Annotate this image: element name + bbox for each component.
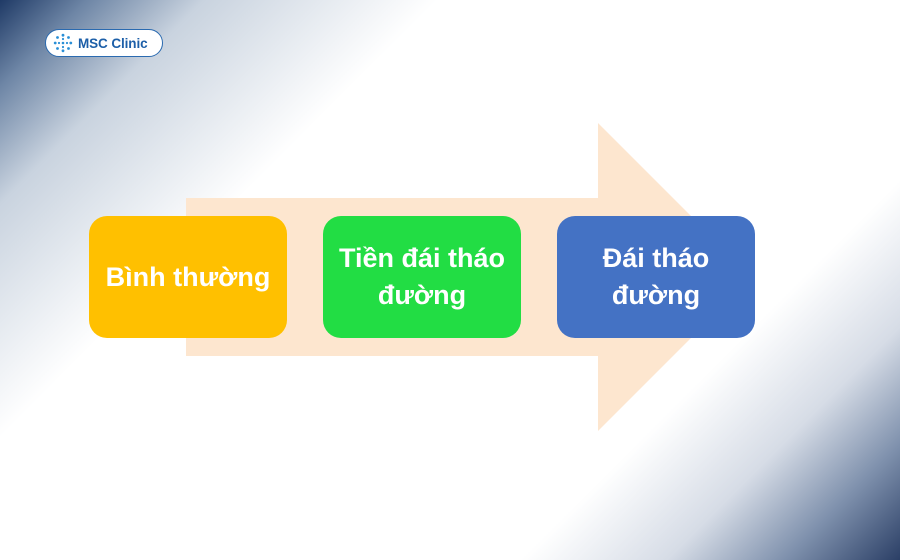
stage-diabetes-label: Đái tháo đường bbox=[602, 243, 710, 310]
clinic-logo-icon bbox=[53, 33, 73, 53]
stage-normal-box: Bình thường bbox=[89, 216, 287, 338]
stage-normal-label: Bình thường bbox=[105, 261, 271, 292]
msc-clinic-logo: MSC Clinic bbox=[45, 29, 163, 57]
logo-text: MSC Clinic bbox=[78, 35, 148, 51]
stage-diabetes-box: Đái tháo đường bbox=[557, 216, 755, 338]
stage-prediabetes-label: Tiền đái tháo đường bbox=[338, 243, 506, 310]
stage-prediabetes-box: Tiền đái tháo đường bbox=[323, 216, 521, 338]
